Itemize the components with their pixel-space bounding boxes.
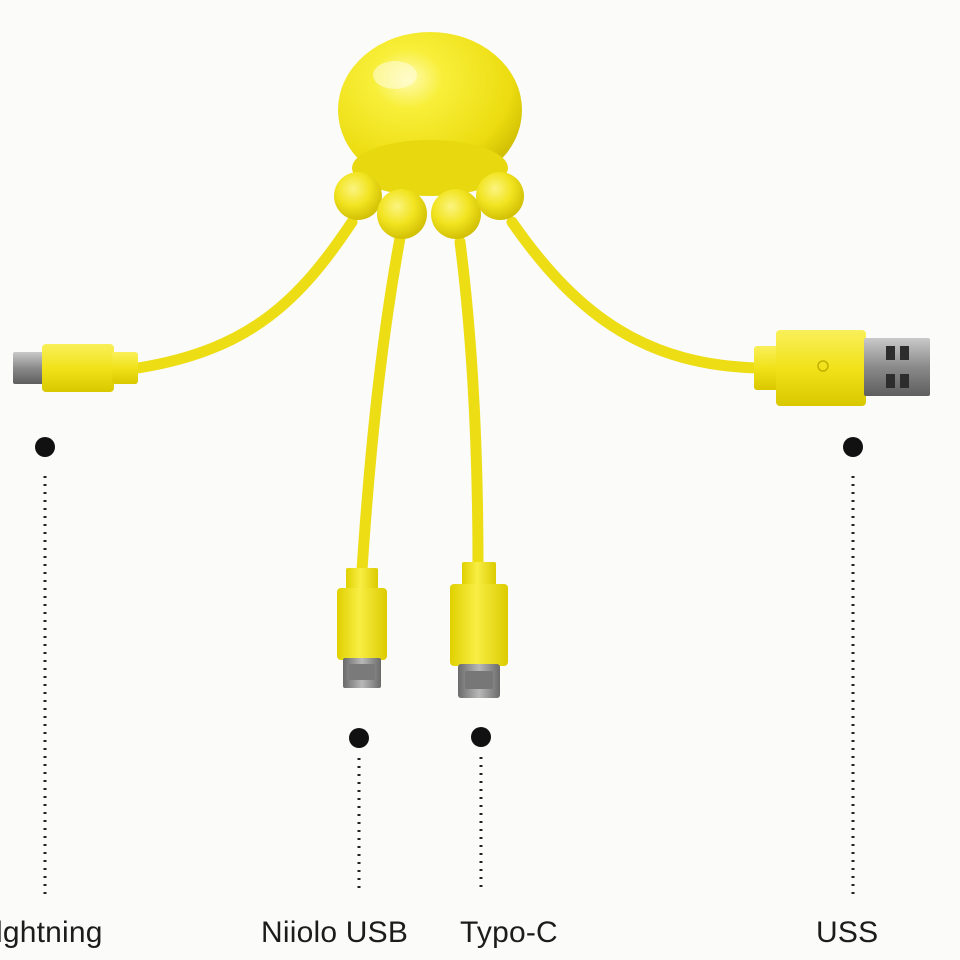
type-c-connector-icon [450,562,508,698]
cable-type-c [454,236,484,572]
cables [132,216,764,576]
tentacle-knob-icon [334,172,382,220]
callout-usb [843,437,863,898]
tentacle-knob-icon [476,172,524,220]
cable-micro-usb [356,232,406,576]
label-usb: USS [816,916,879,949]
marker-dot [35,437,55,457]
tentacle-knob-icon [377,189,427,239]
callout-micro-usb [349,728,369,890]
marker-dot [349,728,369,748]
micro-usb-connector-icon [337,568,387,688]
marker-dot [843,437,863,457]
octopus-hub [334,32,524,239]
callout-type-c [471,727,491,890]
cable-usb [506,216,764,374]
callout-lightning [35,437,55,898]
cable-lightning [132,216,358,374]
lightning-connector-icon [13,344,138,392]
usb-a-connector-icon [754,330,930,406]
label-lightning: lghtning [0,916,103,949]
tentacle-knob-icon [431,189,481,239]
label-type-c: Typo-C [460,916,558,949]
marker-dot [471,727,491,747]
label-micro-usb: Niiolo USB [261,916,409,949]
